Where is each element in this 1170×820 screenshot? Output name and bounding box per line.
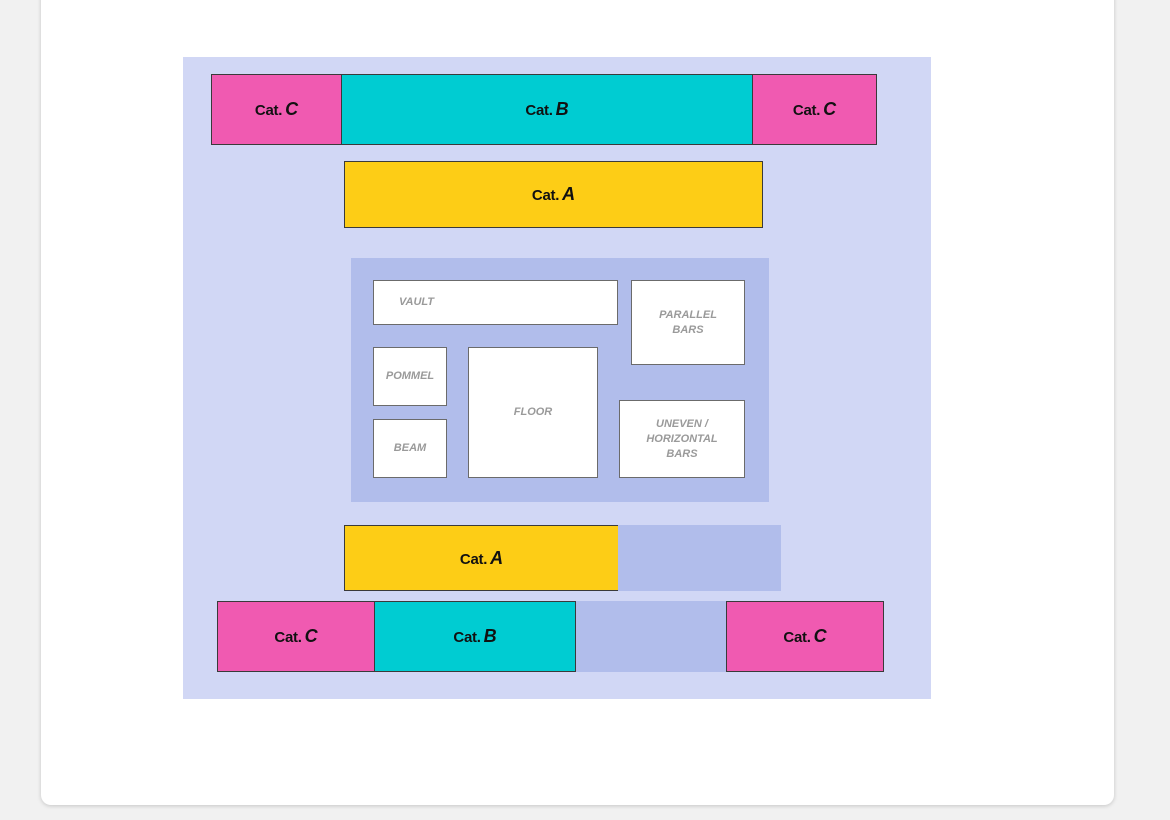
- apparatus-uneven-horizontal-bars[interactable]: UNEVEN / HORIZONTAL BARS: [619, 400, 745, 478]
- seat-zone-top-center-cat-b[interactable]: Cat.B: [341, 74, 753, 145]
- seat-zone-label: Cat.B: [525, 99, 569, 119]
- apparatus-beam[interactable]: BEAM: [373, 419, 447, 478]
- unavailable-zone-bottom: [576, 601, 727, 672]
- apparatus-label: VAULT: [399, 296, 435, 308]
- apparatus-label: PARALLEL BARS: [659, 308, 717, 336]
- apparatus-label: BEAM: [393, 442, 427, 454]
- seat-zone-label: Cat.A: [459, 547, 504, 568]
- seat-zone-bottom-left-cat-c[interactable]: Cat.C: [217, 601, 375, 672]
- seat-zone-bottom-center-cat-b[interactable]: Cat.B: [374, 601, 576, 672]
- apparatus-vault[interactable]: VAULT: [373, 280, 618, 325]
- apparatus-label: FLOOR: [513, 406, 553, 418]
- seat-zone-label: Cat.C: [274, 626, 318, 646]
- unavailable-zone-lower-right: [618, 525, 781, 591]
- apparatus-label: POMMEL: [385, 370, 435, 382]
- seat-zone-upper-cat-a[interactable]: Cat.A: [344, 161, 763, 228]
- seat-zone-top-right-cat-c[interactable]: Cat.C: [752, 74, 877, 145]
- seat-zone-lower-cat-a[interactable]: Cat.A: [344, 525, 619, 591]
- apparatus-pommel[interactable]: POMMEL: [373, 347, 447, 406]
- seat-zone-label: Cat.B: [453, 626, 497, 646]
- apparatus-parallel-bars[interactable]: PARALLEL BARS: [631, 280, 745, 365]
- apparatus-label: UNEVEN / HORIZONTAL BARS: [646, 417, 718, 460]
- seat-zone-label: Cat.A: [531, 184, 576, 204]
- seat-zone-bottom-right-cat-c[interactable]: Cat.C: [726, 601, 884, 672]
- apparatus-floor[interactable]: FLOOR: [468, 347, 598, 478]
- seat-zone-top-left-cat-c[interactable]: Cat.C: [211, 74, 342, 145]
- seat-zone-label: Cat.C: [254, 99, 299, 119]
- seat-zone-label: Cat.C: [792, 99, 837, 119]
- seat-zone-label: Cat.C: [783, 626, 827, 646]
